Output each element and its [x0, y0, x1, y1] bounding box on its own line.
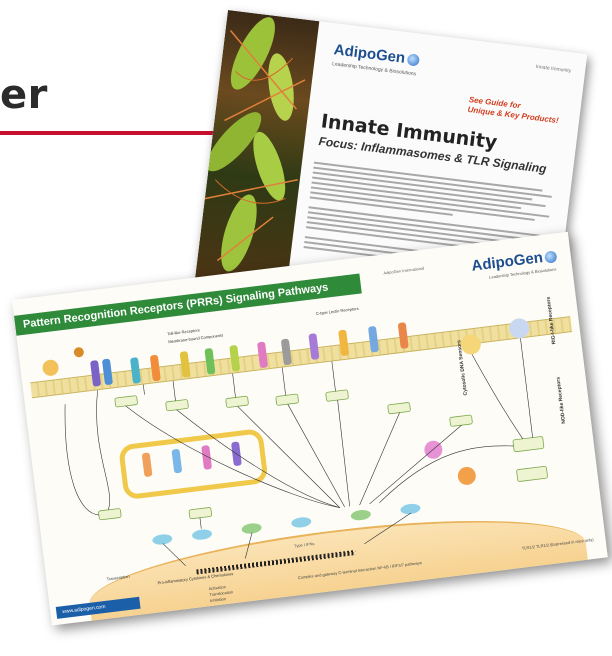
brochure-highlight: See Guide for Unique & Key Products! — [467, 95, 560, 126]
poster-legend: Activation Translocation Inhibition — [208, 583, 234, 604]
receptor-glyphs — [42, 318, 530, 387]
endosome-compartment — [119, 429, 268, 499]
logo-globe-icon — [406, 53, 420, 67]
poster-image: Pattern Recognition Receptors (PRRs) Sig… — [12, 231, 608, 626]
pathway-arrows — [64, 338, 533, 567]
red-rule — [0, 131, 300, 135]
transcription-factors — [152, 440, 476, 545]
page-heading-fragment: er — [0, 72, 48, 118]
pathway-diagram — [42, 318, 548, 567]
brochure-image: AdipoGen Leadership Technology & Biosolu… — [195, 10, 588, 323]
brochure-ref-text: Innate Immunity — [535, 63, 572, 75]
bacteria-photo — [195, 10, 320, 290]
